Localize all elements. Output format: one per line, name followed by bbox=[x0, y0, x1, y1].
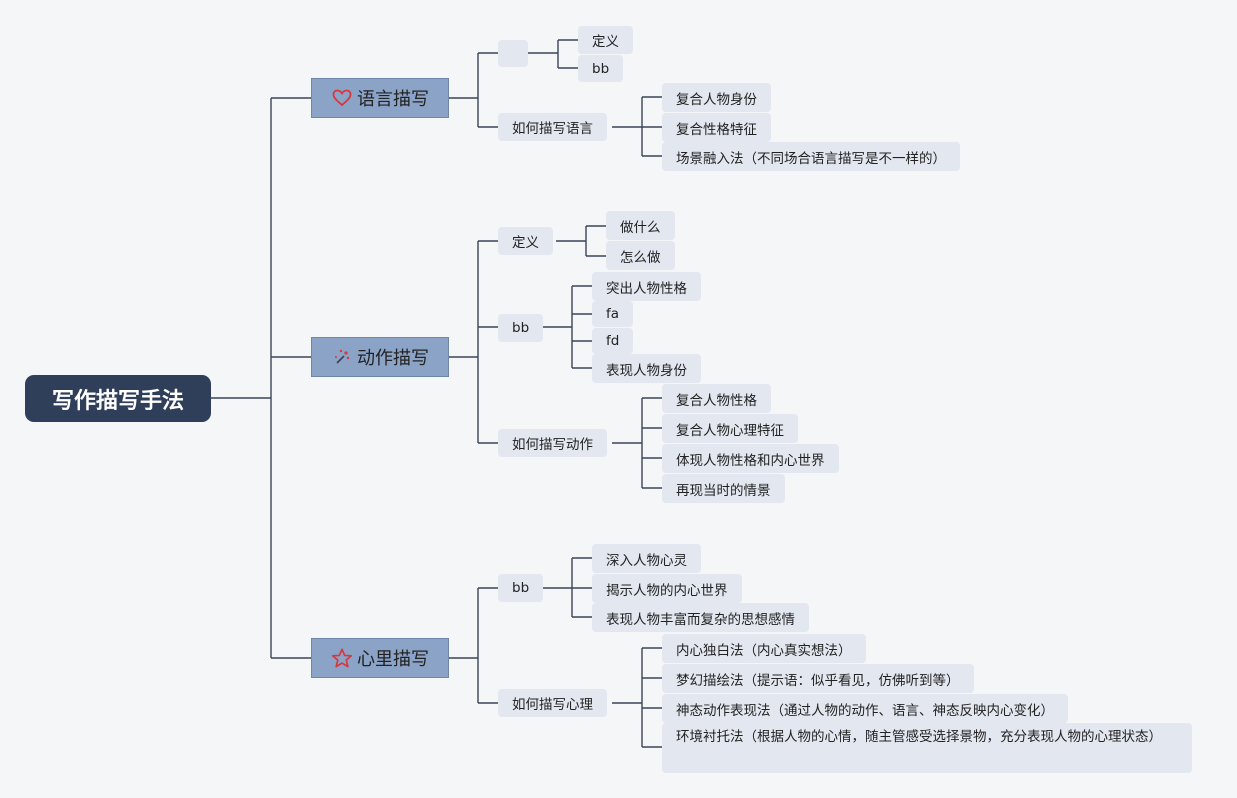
leaf-fa[interactable]: fa bbox=[592, 301, 634, 327]
leaf-complex-feelings[interactable]: 表现人物丰富而复杂的思想感情 bbox=[592, 603, 809, 632]
subtopic-how-psychology[interactable]: 如何描写心理 bbox=[498, 689, 607, 717]
leaf-deep-soul[interactable]: 深入人物心灵 bbox=[592, 544, 701, 573]
topic-label: 动作描写 bbox=[357, 348, 429, 369]
root-topic[interactable]: 写作描写手法 bbox=[25, 375, 211, 422]
leaf-reveal-inner-world[interactable]: 揭示人物的内心世界 bbox=[592, 574, 742, 603]
leaf-match-personality[interactable]: 复合人物性格 bbox=[662, 384, 771, 413]
topic-language-description[interactable]: 语言描写 bbox=[311, 78, 449, 118]
topic-action-description[interactable]: 动作描写 bbox=[311, 337, 449, 377]
leaf-highlight-personality[interactable]: 突出人物性格 bbox=[592, 272, 701, 301]
leaf-fd[interactable]: fd bbox=[592, 328, 634, 354]
subtopic-bb[interactable]: bb bbox=[498, 314, 544, 342]
subtopic-definition[interactable]: 定义 bbox=[498, 227, 553, 255]
leaf-environment-method[interactable]: 环境衬托法（根据人物的心情，随主管感受选择景物，充分表现人物的心理状态） bbox=[662, 723, 1192, 773]
leaf-how-to-do[interactable]: 怎么做 bbox=[606, 241, 675, 270]
subtopic-how-action[interactable]: 如何描写动作 bbox=[498, 429, 607, 457]
sparkle-icon bbox=[331, 346, 353, 368]
leaf-expression-method[interactable]: 神态动作表现法（通过人物的动作、语言、神态反映内心变化） bbox=[662, 694, 1068, 723]
leaf-definition[interactable]: 定义 bbox=[578, 26, 633, 54]
leaf-inner-world[interactable]: 体现人物性格和内心世界 bbox=[662, 444, 839, 473]
leaf-dream-method[interactable]: 梦幻描绘法（提示语：似乎看见，仿佛听到等） bbox=[662, 664, 974, 693]
leaf-bb[interactable]: bb bbox=[578, 55, 624, 82]
leaf-identity[interactable]: 复合人物身份 bbox=[662, 83, 771, 112]
topic-psychological-description[interactable]: 心里描写 bbox=[311, 638, 449, 678]
topic-label: 语言描写 bbox=[357, 89, 429, 110]
subtopic-how-language[interactable]: 如何描写语言 bbox=[498, 113, 607, 141]
leaf-match-psychology[interactable]: 复合人物心理特征 bbox=[662, 414, 798, 443]
subtopic-empty[interactable] bbox=[498, 40, 528, 67]
leaf-show-identity[interactable]: 表现人物身份 bbox=[592, 354, 701, 383]
star-icon bbox=[331, 647, 353, 669]
leaf-what-to-do[interactable]: 做什么 bbox=[606, 211, 675, 240]
heart-icon bbox=[331, 87, 353, 109]
topic-label: 心里描写 bbox=[357, 649, 429, 670]
subtopic-bb[interactable]: bb bbox=[498, 574, 544, 602]
leaf-scene-method[interactable]: 场景融入法（不同场合语言描写是不一样的） bbox=[662, 142, 960, 171]
leaf-personality[interactable]: 复合性格特征 bbox=[662, 113, 771, 142]
leaf-monologue[interactable]: 内心独白法（内心真实想法） bbox=[662, 634, 866, 663]
leaf-recreate-scene[interactable]: 再现当时的情景 bbox=[662, 474, 785, 503]
